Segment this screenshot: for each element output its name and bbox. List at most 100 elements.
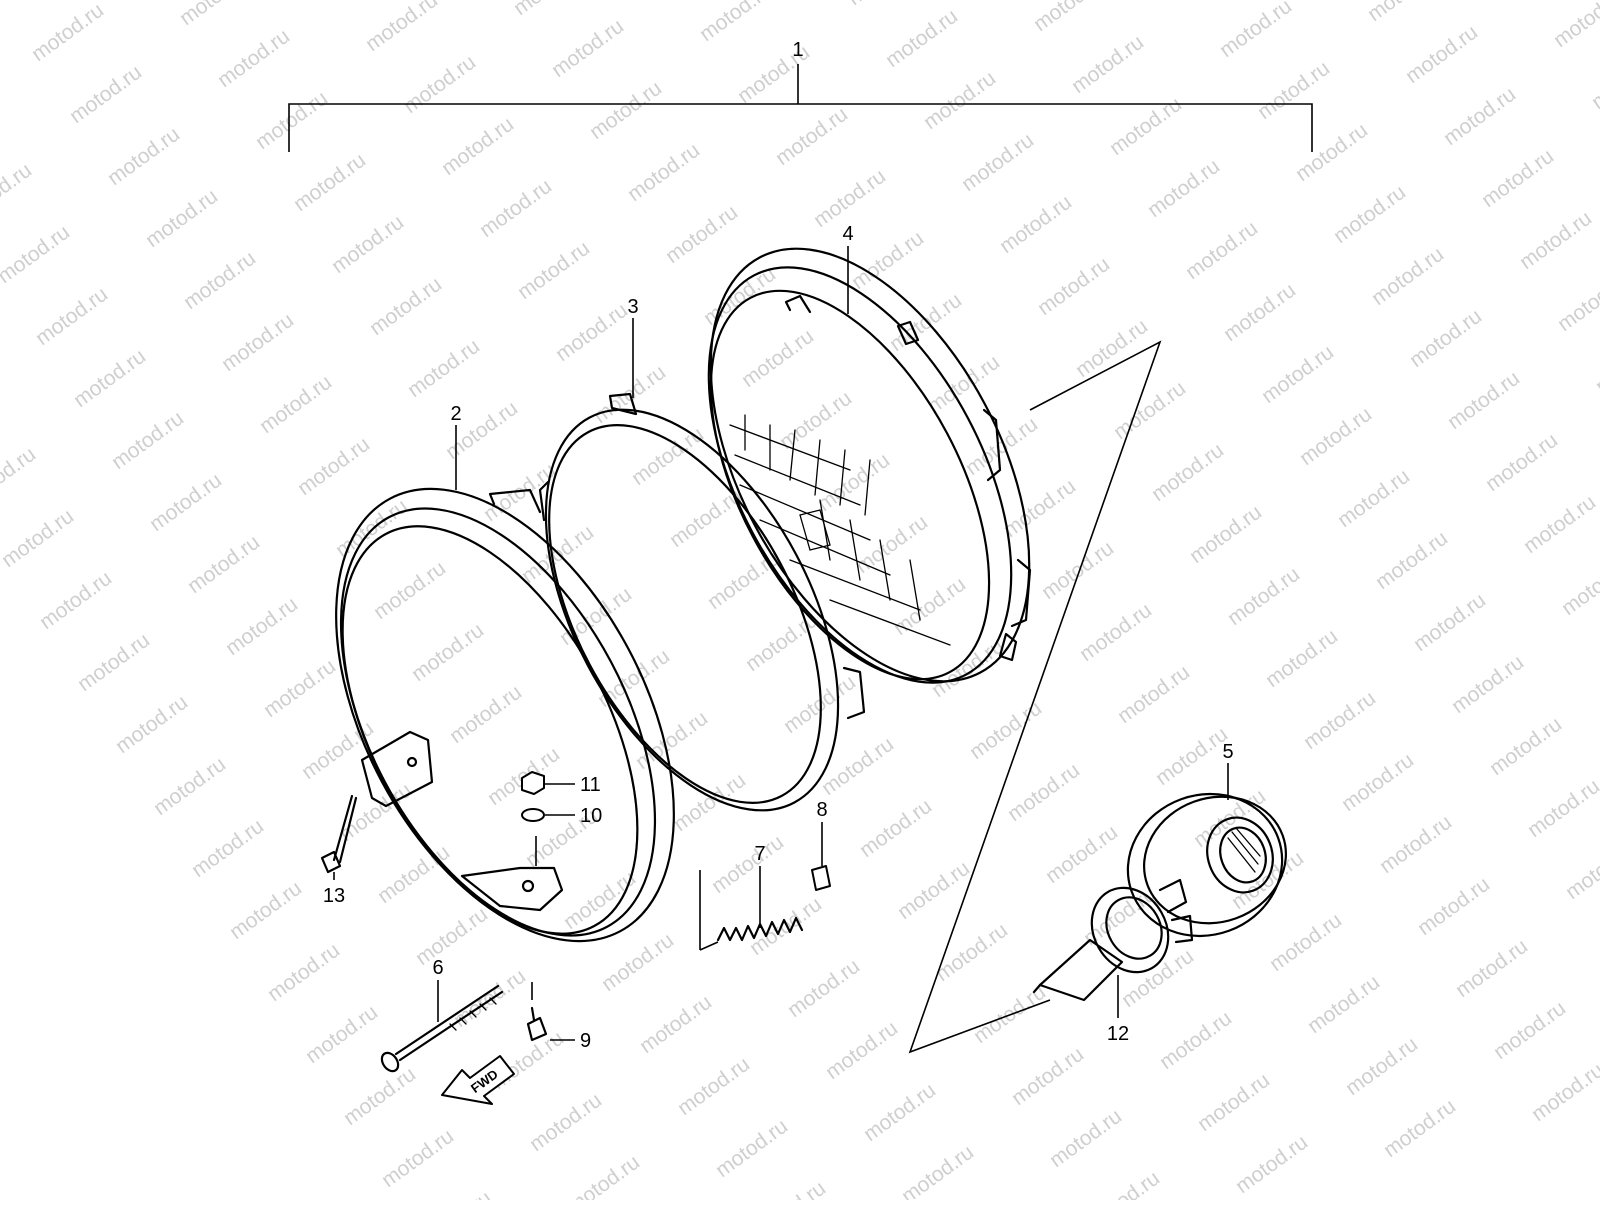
watermark-text: motod.ru [1367, 243, 1448, 310]
watermark-text: motod.ru [813, 449, 894, 516]
watermark-text: motod.ru [1295, 403, 1376, 470]
watermark-text: motod.ru [289, 149, 370, 216]
watermark-text: motod.ru [821, 1017, 902, 1084]
watermark-text: motod.ru [1003, 759, 1084, 826]
watermark-text: motod.ru [635, 991, 716, 1058]
watermark-text: motod.ru [475, 175, 556, 242]
watermark-text: motod.ru [893, 857, 974, 924]
watermark-text: motod.ru [961, 413, 1042, 480]
callout-10: 10 [580, 805, 602, 827]
callout-9: 9 [580, 1030, 591, 1052]
watermark-text: motod.ru [0, 381, 2, 448]
watermark-text: motod.ru [1557, 553, 1600, 620]
callout-1: 1 [792, 39, 803, 61]
callout-11: 11 [580, 774, 601, 796]
watermark-text: motod.ru [293, 433, 374, 500]
watermark-text: motod.ru [999, 475, 1080, 542]
watermark-text: motod.ru [673, 1053, 754, 1120]
watermark-text: motod.ru [1041, 821, 1122, 888]
callout-7: 7 [754, 843, 765, 865]
watermark-text: motod.ru [1265, 909, 1346, 976]
watermark-text: motod.ru [1329, 181, 1410, 248]
watermark-text: motod.ru [525, 1089, 606, 1156]
watermark-text: motod.ru [563, 1151, 644, 1200]
watermark-text: motod.ru [1587, 47, 1600, 114]
watermark-text: motod.ru [107, 407, 188, 474]
watermark-text: motod.ru [749, 1177, 830, 1200]
watermark-text: motod.ru [225, 877, 306, 944]
watermark-text: motod.ru [1363, 0, 1444, 26]
watermark-text: motod.ru [0, 0, 70, 4]
watermark-text: motod.ru [509, 0, 590, 20]
outer-rim [266, 433, 743, 997]
watermark-text: motod.ru [369, 557, 450, 624]
watermark-text: motod.ru [809, 165, 890, 232]
watermark-text: motod.ru [1109, 377, 1190, 444]
watermark-text: motod.ru [1291, 119, 1372, 186]
watermark-text: motod.ru [1219, 279, 1300, 346]
watermark-text: motod.ru [1231, 1131, 1312, 1198]
watermark-text: motod.ru [179, 247, 260, 314]
watermark-text: motod.ru [0, 443, 40, 510]
watermark-text: motod.ru [897, 1141, 978, 1200]
watermark-text: motod.ru [1379, 1095, 1460, 1162]
watermark-text: motod.ru [597, 929, 678, 996]
watermark-text: motod.ru [1071, 315, 1152, 382]
watermark-text: motod.ru [1007, 1043, 1088, 1110]
watermark-text: motod.ru [175, 0, 256, 30]
watermark-text: motod.ru [1333, 465, 1414, 532]
watermark-text: motod.ru [411, 903, 492, 970]
watermark-text: motod.ru [437, 113, 518, 180]
watermark-text: motod.ru [103, 123, 184, 190]
watermark-text: motod.ru [1215, 0, 1296, 62]
watermark-text: motod.ru [0, 221, 74, 288]
watermark-text: motod.ru [1037, 537, 1118, 604]
watermark-text: motod.ru [965, 697, 1046, 764]
watermark-text: motod.ru [661, 201, 742, 268]
washer [522, 809, 544, 821]
watermark-text: motod.ru [255, 371, 336, 438]
watermark-text: motod.ru [69, 345, 150, 412]
watermark-text: motod.ru [1155, 1007, 1236, 1074]
watermark-text: motod.ru [889, 573, 970, 640]
watermark-text: motod.ru [1481, 429, 1562, 496]
watermark-text: motod.ru [1257, 341, 1338, 408]
watermark-text: motod.ru [737, 325, 818, 392]
watermark-text: motod.ru [957, 129, 1038, 196]
watermark-text: motod.ru [35, 567, 116, 634]
watermark-text: motod.ru [73, 629, 154, 696]
watermark-text: motod.ru [1337, 749, 1418, 816]
watermark-text: motod.ru [1261, 625, 1342, 692]
watermark-text: motod.ru [783, 955, 864, 1022]
watermark-text: motod.ru [1549, 0, 1600, 52]
watermark-text: motod.ru [1523, 775, 1600, 842]
watermark-text: motod.ru [1143, 155, 1224, 222]
watermark-text: motod.ru [847, 227, 928, 294]
fwd-arrow: FWD [442, 1056, 514, 1104]
watermark-text: motod.ru [361, 0, 442, 56]
watermark-text: motod.ru [745, 893, 826, 960]
callout-4: 4 [842, 223, 853, 245]
watermark-text: motod.ru [1477, 145, 1558, 212]
watermark-text: motod.ru [0, 159, 36, 226]
watermark-text: motod.ru [1515, 207, 1596, 274]
watermark-text: motod.ru [1409, 589, 1490, 656]
watermark-text: motod.ru [1451, 935, 1532, 1002]
watermark-text: motod.ru [407, 619, 488, 686]
watermark-text: motod.ru [217, 309, 298, 376]
watermark-text: motod.ru [1413, 873, 1494, 940]
watermark-text: motod.ru [1151, 723, 1232, 790]
watermark-text: motod.ru [995, 191, 1076, 258]
watermark-text: motod.ru [1591, 331, 1600, 398]
watermark-text: motod.ru [1443, 367, 1524, 434]
watermark-text: motod.ru [623, 139, 704, 206]
callout-13: 13 [323, 885, 345, 907]
watermark-text: motod.ru [149, 753, 230, 820]
watermark-text: motod.ru [851, 511, 932, 578]
watermark-text: motod.ru [817, 733, 898, 800]
watermark-text: motod.ru [919, 67, 1000, 134]
screw-9 [528, 1008, 546, 1040]
watermark-text: motod.ru [627, 423, 708, 490]
